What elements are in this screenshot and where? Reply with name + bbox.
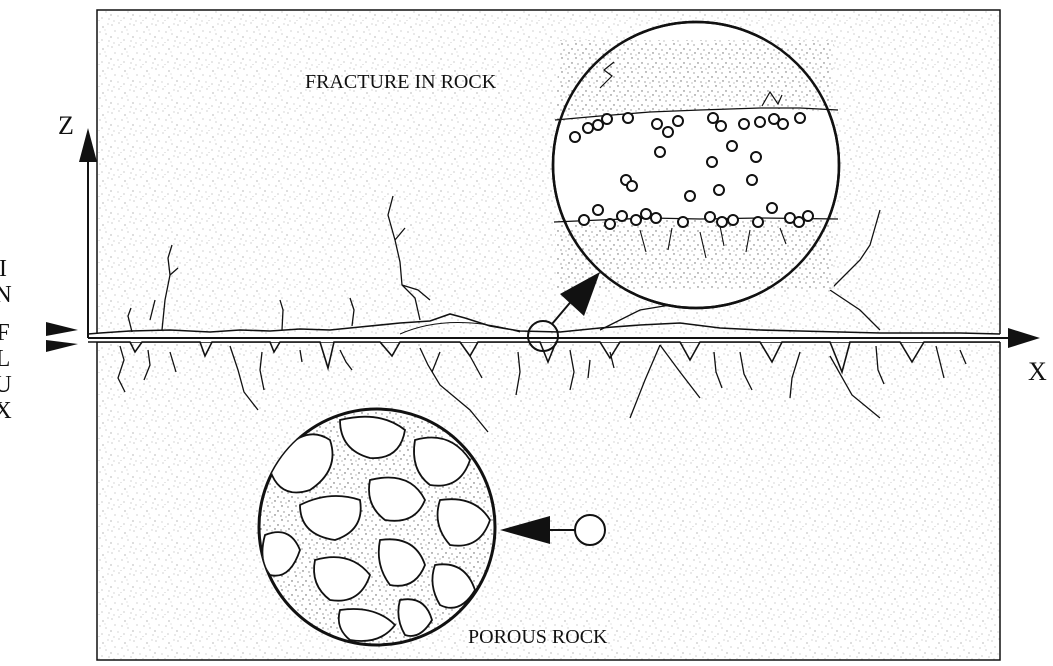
upper-rock-block bbox=[97, 10, 1000, 335]
in-flux-label-in: IN bbox=[0, 256, 16, 308]
z-axis-label: Z bbox=[58, 111, 74, 140]
porous-label: POROUS ROCK bbox=[468, 626, 608, 648]
x-axis-label: X bbox=[1028, 357, 1047, 386]
lower-rock-block bbox=[97, 342, 1000, 660]
z-axis bbox=[79, 128, 97, 338]
fracture-magnifier bbox=[553, 22, 839, 308]
fracture-label: FRACTURE IN ROCK bbox=[305, 71, 497, 93]
in-flux-label-flux: FLUX bbox=[0, 320, 16, 424]
in-flux-arrows-icon bbox=[46, 322, 78, 352]
porous-magnifier bbox=[259, 409, 495, 645]
